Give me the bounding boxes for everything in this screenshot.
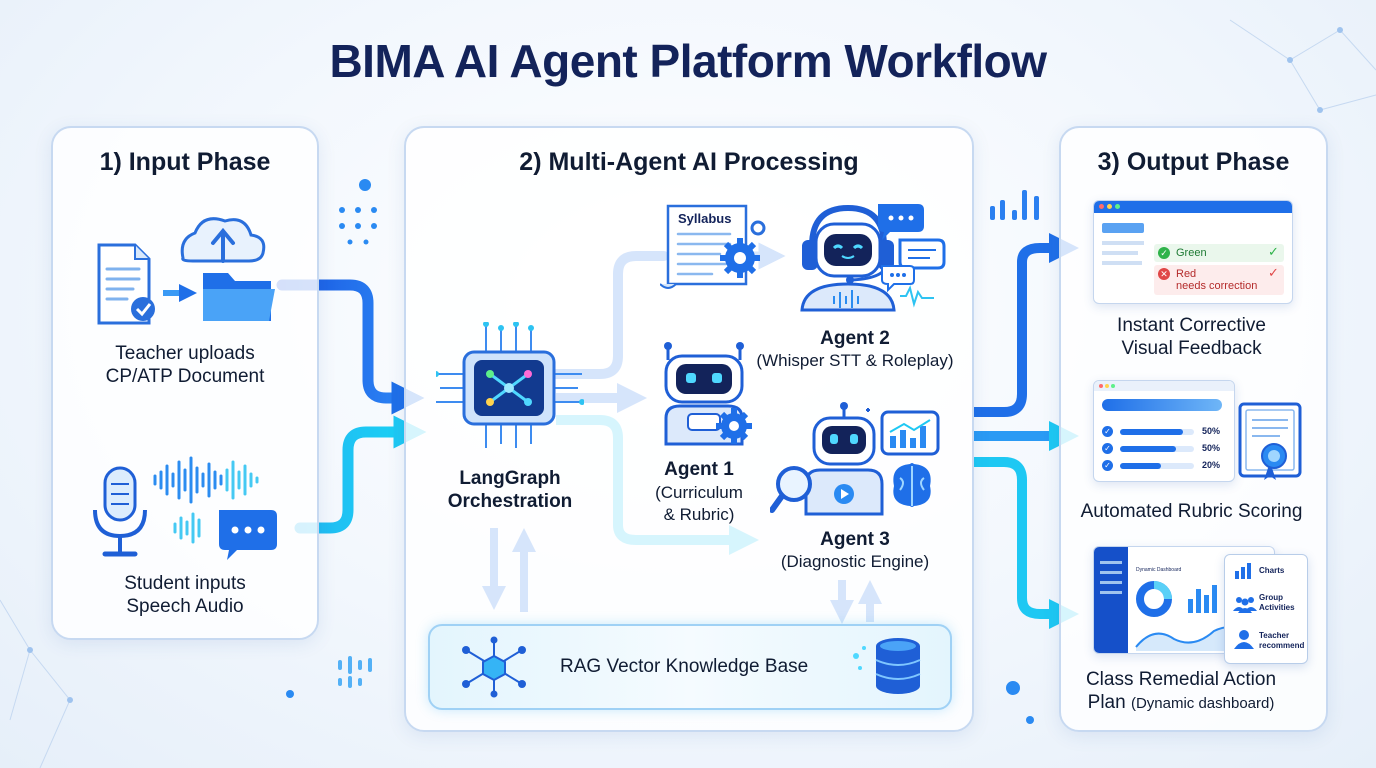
feedback-caption-line-2: Visual Feedback xyxy=(1121,338,1262,359)
group-people-icon xyxy=(1233,597,1257,613)
feedback-red-note: needs correction xyxy=(1176,280,1258,292)
rubric-caption: Automated Rubric Scoring xyxy=(1080,501,1303,522)
student-input-line-2: Speech Audio xyxy=(126,596,244,617)
rubric-bar-fill xyxy=(1120,463,1161,469)
rubric-row: ✓ 50% xyxy=(1094,425,1234,439)
page-title: BIMA AI Agent Platform Workflow xyxy=(329,35,1047,87)
agent2-name: Agent 2 xyxy=(820,328,890,349)
microphone-audio-icon xyxy=(93,456,277,560)
rubric-percent: 50% xyxy=(1202,443,1221,453)
certificate-badge-icon xyxy=(1238,402,1302,480)
feedback-window: ✓ Green ✓ ✕ Red needs correction ✓ xyxy=(1093,200,1293,304)
dashboard-caption-line-2: Plan (Dynamic dashboard) xyxy=(1064,691,1298,715)
orchestrator-chip-icon xyxy=(436,322,584,448)
feedback-green-label: Green xyxy=(1176,247,1207,259)
chart-bars-icon xyxy=(1235,563,1251,579)
arrow-to-feedback xyxy=(974,233,1079,417)
teacher-upload-label: Teacher uploads CP/ATP Document xyxy=(53,342,317,388)
agent2-headset-robot-icon xyxy=(800,204,946,312)
teacher-person-icon xyxy=(1234,630,1254,649)
vector-network-icon xyxy=(462,636,526,698)
teacher-upload-line-1: Teacher uploads xyxy=(115,343,255,364)
feedback-caption-line-1: Instant Corrective xyxy=(1117,315,1266,336)
rubric-check-icon: ✓ xyxy=(1102,443,1113,454)
rubric-check-icon: ✓ xyxy=(1102,426,1113,437)
output-phase-title: 3) Output Phase xyxy=(1097,148,1290,176)
agent3-diagnostic-robot-icon xyxy=(770,402,940,516)
feedback-red-row: ✕ Red needs correction ✓ xyxy=(1154,265,1284,295)
student-input-line-1: Student inputs xyxy=(124,573,246,594)
menu-group-activities[interactable]: Group Activities xyxy=(1259,593,1295,612)
rubric-row: ✓ 20% xyxy=(1094,459,1234,473)
knowledge-base-label: RAG Vector Knowledge Base xyxy=(560,656,809,677)
green-tick-icon: ✓ xyxy=(1268,244,1279,259)
rubric-percent: 20% xyxy=(1202,460,1221,470)
feedback-green-row: ✓ Green ✓ xyxy=(1154,244,1284,262)
teacher-upload-line-2: CP/ATP Document xyxy=(105,366,265,387)
syllabus-scroll-icon xyxy=(660,204,766,289)
knowledge-base-bar: RAG Vector Knowledge Base xyxy=(428,624,952,710)
rubric-bar-fill xyxy=(1120,429,1183,435)
rubric-bar-track xyxy=(1120,446,1194,452)
rubric-bar-fill xyxy=(1120,446,1176,452)
student-input-label: Student inputs Speech Audio xyxy=(53,572,317,618)
input-phase-panel: 1) Input Phase Teacher uploads CP/ATP Do… xyxy=(51,126,319,640)
input-phase-title: 1) Input Phase xyxy=(99,148,271,176)
rubric-window: ✓ 50% ✓ 50% ✓ 20% xyxy=(1093,380,1235,482)
feedback-caption: Instant Corrective Visual Feedback xyxy=(1069,314,1314,360)
dashboard-caption: Class Remedial Action Plan (Dynamic dash… xyxy=(1064,668,1298,715)
rubric-check-icon: ✓ xyxy=(1102,460,1113,471)
agent1-desc-line-1: (Curriculum xyxy=(655,483,743,502)
dashboard-caption-plan: Plan xyxy=(1087,692,1126,713)
dashboard-caption-sub: (Dynamic dashboard) xyxy=(1130,695,1275,712)
agent1-robot-gear-icon xyxy=(664,342,752,446)
rubric-bar-track xyxy=(1120,463,1194,469)
rubric-row: ✓ 50% xyxy=(1094,442,1234,456)
agent1-desc-line-2: & Rubric) xyxy=(663,505,735,524)
feedback-window-titlebar xyxy=(1094,201,1292,213)
green-check-icon: ✓ xyxy=(1158,247,1170,259)
dashboard-sidebar xyxy=(1094,547,1128,653)
agent3-desc: (Diagnostic Engine) xyxy=(780,552,930,571)
dashboard-caption-line-1: Class Remedial Action xyxy=(1085,669,1277,690)
red-tick-icon: ✓ xyxy=(1268,265,1279,280)
database-icon xyxy=(853,638,921,694)
orchestrator-line-1: LangGraph xyxy=(459,468,561,489)
rubric-bar-track xyxy=(1120,429,1194,435)
menu-charts[interactable]: Charts xyxy=(1259,566,1285,575)
processing-title: 2) Multi-Agent AI Processing xyxy=(519,148,859,176)
arrow-student-to-orchestrator xyxy=(294,415,427,534)
orchestrator-label: LangGraph Orchestration xyxy=(436,467,584,513)
feedback-red-label: Red xyxy=(1176,268,1197,280)
agent3-name: Agent 3 xyxy=(820,529,890,550)
dashboard-menu-card: Charts Group Activities Teacher recommen… xyxy=(1224,554,1308,664)
dashboard-header: Dynamic Dashboard xyxy=(1136,567,1182,573)
agent1-desc: (Curriculum & Rubric) xyxy=(624,482,774,526)
arrow-teacher-to-orchestrator xyxy=(276,279,425,415)
orchestrator-line-2: Orchestration xyxy=(447,491,573,512)
menu-teacher-recommend[interactable]: Teacher recommend xyxy=(1259,631,1305,650)
agent2-desc: (Whisper STT & Roleplay) xyxy=(756,351,954,370)
upload-document-icon xyxy=(97,217,275,325)
red-x-icon: ✕ xyxy=(1158,268,1170,280)
syllabus-tag: Syllabus xyxy=(678,211,732,226)
agent1-name: Agent 1 xyxy=(664,459,734,480)
rubric-percent: 50% xyxy=(1202,426,1221,436)
arrow-to-dashboard xyxy=(974,457,1079,629)
